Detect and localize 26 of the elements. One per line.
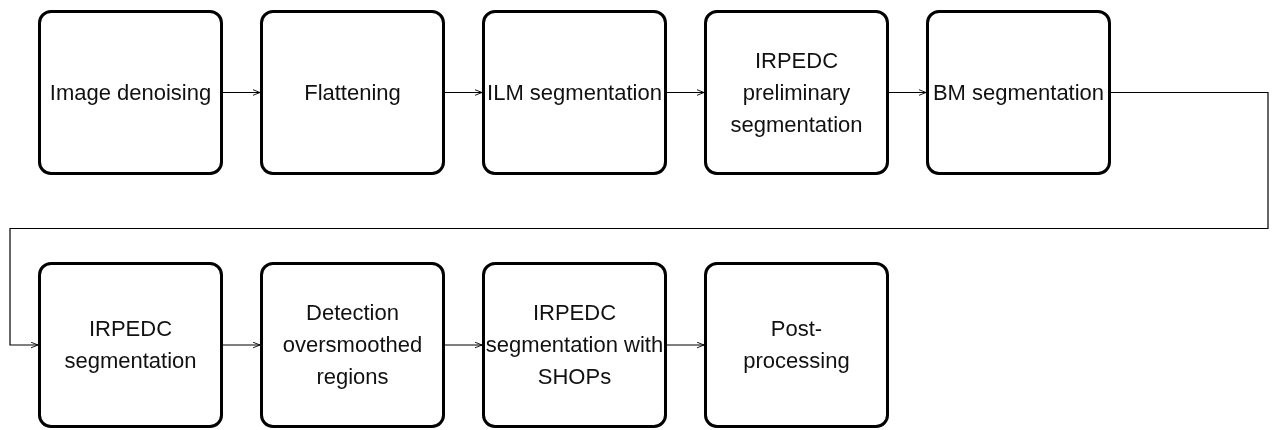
arrow (666, 341, 705, 349)
process-box (704, 262, 889, 428)
step-label: Detection oversmoothed regions (281, 299, 424, 391)
arrow (444, 89, 483, 96)
process-box (260, 262, 445, 428)
step-label: Post-processing (742, 315, 851, 375)
step-label: Flattening (304, 78, 401, 107)
process-box (704, 10, 889, 175)
process-box (926, 10, 1111, 175)
step-label: BM segmentation (932, 78, 1105, 107)
process-box (482, 10, 667, 175)
arrow (444, 341, 483, 349)
step-label: IRPEDC segmentation (63, 315, 198, 375)
step-label: IRPEDC segmentation with SHOPs (485, 299, 664, 391)
process-box (38, 10, 223, 175)
process-box (482, 262, 667, 428)
step-label: Image denoising (49, 78, 212, 107)
process-box (38, 262, 223, 428)
arrow (222, 341, 261, 349)
arrow (9, 91, 1269, 349)
arrow (888, 89, 927, 96)
arrow (666, 89, 705, 96)
process-box (260, 10, 445, 175)
arrow (222, 89, 261, 96)
step-label: ILM segmentation (487, 78, 662, 107)
step-label: IRPEDC preliminary segmentation (729, 46, 864, 139)
